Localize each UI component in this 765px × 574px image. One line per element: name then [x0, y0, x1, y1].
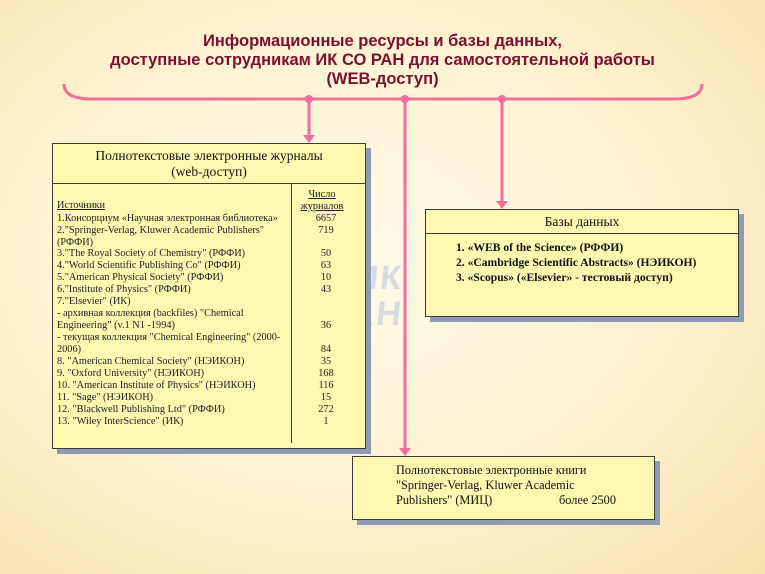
books-panel: Полнотекстовые электронные книги "Spring… [352, 456, 655, 520]
journal-source: 13. "Wiley InterScience" (ИК) [57, 416, 184, 427]
journal-count: 116 [318, 380, 334, 391]
books-count: более 2500 [559, 493, 616, 507]
databases-heading: Базы данных [426, 210, 738, 234]
databases-panel: Базы данных 1. «WEB of the Science» (РФФ… [425, 209, 739, 317]
books-line1: Полнотекстовые электронные книги [396, 463, 587, 477]
journal-count: 84 [320, 343, 332, 355]
journal-source: 2."Springer-Verlag, Kluwer Academic Publ… [57, 225, 264, 248]
journal-count: 36 [320, 319, 332, 331]
title-line3: (WEB-доступ) [326, 70, 439, 88]
count-header-line1: Число [308, 189, 336, 200]
books-line2: "Springer-Verlag, Kluwer Academic [396, 478, 575, 492]
journal-count: 35 [320, 356, 332, 367]
title-line2: доступные сотрудникам ИК СО РАН для само… [110, 51, 655, 69]
arrowhead-journals [303, 135, 315, 143]
journal-count: 1 [323, 416, 329, 427]
journal-count: 43 [320, 284, 332, 295]
journals-heading-line1: Полнотекстовые электронные журналы [95, 148, 323, 163]
database-item: 2. «Cambridge Scientific Abstracts» (НЭИ… [456, 256, 697, 269]
count-header-line2: журналов [300, 200, 344, 212]
books-line3: Publishers" (МИЦ) [396, 493, 493, 507]
journal-source: 10. "American Institute of Physics" (НЭИ… [57, 380, 256, 391]
journal-count: 272 [318, 404, 334, 415]
journal-source: 6."Institute of Physics" (РФФИ) [57, 284, 191, 295]
arrowhead-databases [496, 201, 508, 209]
column-divider [291, 184, 292, 443]
junction-dot [305, 95, 313, 103]
journal-count: 63 [320, 260, 332, 271]
journal-source: 3."The Royal Society of Chemistry" (РФФИ… [57, 248, 246, 259]
journal-source: - текущая коллекция "Chemical Engineerin… [57, 332, 281, 355]
journal-source: - архивная коллекция (backfiles) "Chemic… [57, 308, 244, 331]
count-header: Число журналов [293, 189, 351, 212]
journal-count: 6657 [315, 213, 337, 224]
journal-source: 1.Консорциум «Научная электронная библио… [57, 213, 278, 224]
junction-dot [498, 95, 506, 103]
title-line1: Информационные ресурсы и базы данных, [202, 32, 562, 50]
books-text: Полнотекстовые электронные книги "Spring… [353, 457, 654, 508]
database-item: 1. «WEB of the Science» (РФФИ) [456, 241, 624, 254]
database-item: 3. «Scopus» («Elsevier» - тестовый досту… [456, 271, 673, 284]
arrowhead-books [399, 448, 411, 456]
journal-count: 168 [318, 368, 334, 379]
brace-line [62, 83, 704, 101]
journal-source: 8. "American Chemical Society" (НЭИКОН) [57, 356, 245, 367]
journal-source: 11. "Sage" (НЭИКОН) [57, 392, 154, 403]
junction-dot [401, 95, 409, 103]
journal-source: 7."Elsevier" (ИК) [57, 296, 131, 307]
journal-count: 719 [318, 225, 334, 236]
journal-count: 15 [320, 392, 332, 403]
journals-heading-line2: (web-доступ) [171, 164, 247, 179]
databases-list: 1. «WEB of the Science» (РФФИ) 2. «Cambr… [426, 234, 738, 285]
journals-panel: Полнотекстовые электронные журналы (web-… [52, 143, 366, 449]
journal-source: 9. "Oxford University" (НЭИКОН) [57, 368, 205, 379]
journals-heading: Полнотекстовые электронные журналы (web-… [53, 144, 365, 184]
journal-count: 10 [320, 272, 332, 283]
journal-source: 5."American Physical Society" (РФФИ) [57, 272, 224, 283]
journal-source: 12. "Blackwell Publishing Ltd" (РФФИ) [57, 404, 225, 415]
journal-count: 50 [320, 248, 332, 259]
journal-source: 4."World Scientific Publishing Co" (РФФИ… [57, 260, 241, 271]
sources-header: Источники [57, 200, 105, 211]
page-title: Информационные ресурсы и базы данных, до… [0, 32, 765, 89]
